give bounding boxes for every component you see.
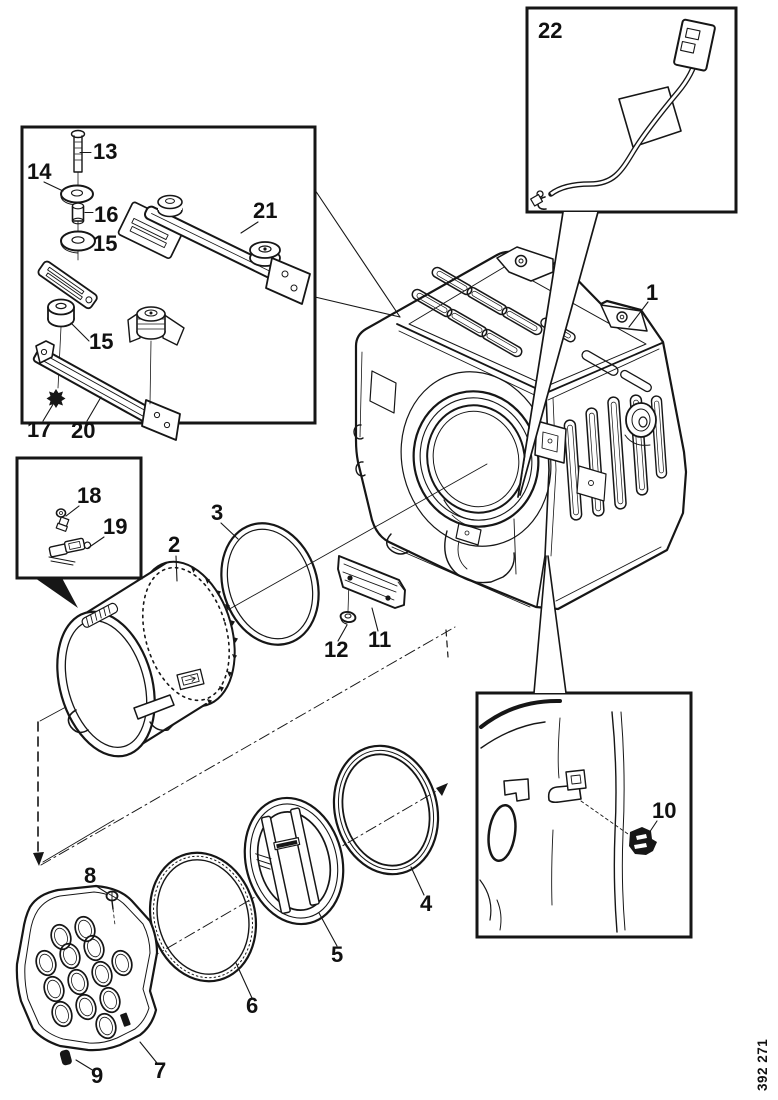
outer-ring-illustration (332, 744, 440, 876)
pointer-wedge-sensor (35, 578, 78, 608)
hinge-arm-illustration (37, 260, 98, 310)
drum-lifter-slot (81, 602, 119, 628)
damper-assembly-illustration-21 (117, 194, 311, 305)
hook-tab-illustration (547, 769, 587, 804)
inset-harness-bracket (517, 6, 738, 498)
washer-illustration-15a (60, 230, 96, 254)
callout-leader-lines (42, 151, 658, 1072)
callout-8: 8 (84, 863, 96, 888)
tub-assembly-illustration (353, 246, 688, 611)
callout-1: 1 (646, 280, 658, 305)
callout-13: 13 (93, 139, 117, 164)
callout-15b: 15 (89, 329, 113, 354)
callout-3: 3 (211, 500, 223, 525)
callout-7: 7 (154, 1058, 166, 1083)
callout-9: 9 (91, 1063, 103, 1088)
harness-hook-end (530, 190, 547, 210)
callout-20: 20 (71, 418, 95, 443)
callout-4: 4 (420, 891, 433, 916)
callout-18: 18 (77, 483, 101, 508)
callout-21: 21 (253, 198, 277, 223)
tub-top-bracket-right (600, 304, 648, 332)
tub-top-slots (411, 266, 576, 358)
damper-pivot-illustration (127, 306, 185, 405)
callout-22: 22 (538, 18, 562, 43)
callout-16: 16 (94, 202, 118, 227)
seal-ring-illustration (220, 522, 320, 646)
pointer-wedge-clip (534, 556, 566, 693)
door-frame-illustration (243, 796, 345, 926)
inset-clip-detail (475, 555, 693, 939)
plug-illustration-9 (59, 1049, 72, 1066)
callout-14: 14 (27, 159, 52, 184)
inset-suspension-parts (20, 125, 317, 441)
drum-logo-plate (176, 668, 205, 691)
tub-label-sticker (369, 370, 397, 414)
washer-illustration-14 (60, 184, 94, 206)
tub-side-ribs (563, 350, 668, 521)
harness-connector (673, 18, 716, 72)
bolt-illustration-13 (70, 129, 86, 187)
bushing-illustration-15b (47, 298, 75, 328)
door-plate-illustration (15, 884, 159, 1052)
drum-illustration (56, 560, 238, 758)
nut-illustration (339, 610, 357, 625)
clamp-illustration-19 (48, 537, 92, 566)
callout-5: 5 (331, 942, 343, 967)
callout-6: 6 (246, 993, 258, 1018)
document-number: 392 271 (755, 1039, 770, 1091)
tub-door-opening (400, 371, 552, 547)
callout-2: 2 (168, 532, 180, 557)
callout-19: 19 (103, 514, 127, 539)
inset-sensor-parts (15, 456, 143, 608)
screw-illustration-17 (46, 389, 66, 408)
tub-rear-hub (624, 402, 657, 446)
bracket-plate-illustration (337, 555, 406, 609)
clip-illustration-10 (629, 827, 657, 855)
callout-17: 17 (27, 417, 51, 442)
callout-15a: 15 (93, 231, 117, 256)
sensor-screw-illustration-18 (55, 508, 70, 532)
callout-10: 10 (652, 798, 676, 823)
screw-illustration-8 (105, 890, 119, 926)
callout-11: 11 (368, 627, 391, 652)
callout-numbers: 1 2 3 4 5 6 7 8 9 10 11 12 13 14 15 15 1… (27, 18, 676, 1088)
spacer-illustration-16 (71, 202, 85, 225)
callout-12: 12 (324, 637, 348, 662)
support-bar-illustration-20 (32, 340, 181, 441)
